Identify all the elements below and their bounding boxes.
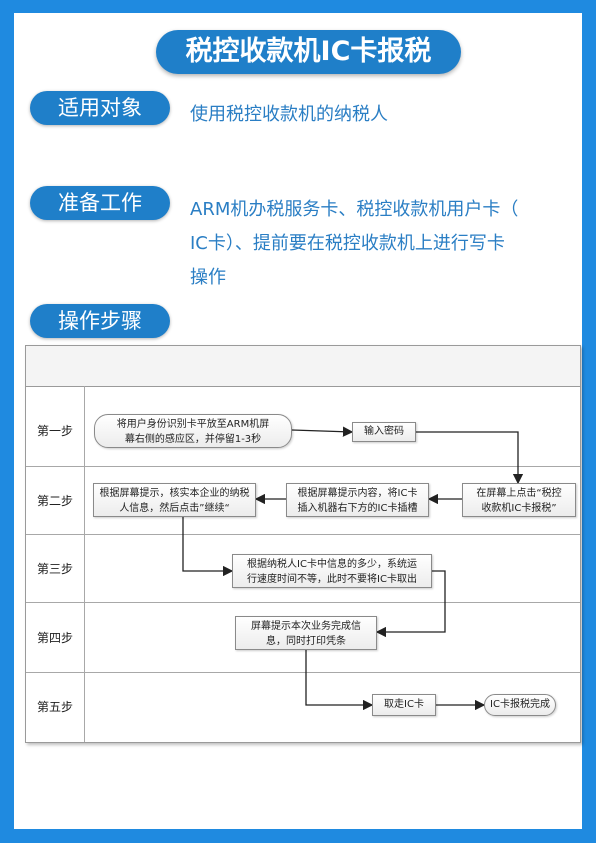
flow-node-place-card: 将用户身份识别卡平放至ARM机屏 幕右侧的感应区，并停留1-3秒 [94,414,292,448]
row-label-step5: 第五步 [36,700,73,714]
flow-node-enter-password: 输入密码 [352,422,416,442]
section-text-line: IC卡）、提前要在税控收款机上进行写卡 [190,233,505,254]
flow-node-print-receipt: 屏幕提示本次业务完成信 息，同时打印凭条 [235,616,377,650]
section-text-preparation: ARM机办税服务卡、税控收款机用户卡（ IC卡）、提前要在税控收款机上进行写卡 … [190,193,518,295]
node-text-line: 根据纳税人IC卡中信息的多少，系统运 [247,559,417,570]
connector-6-7 [375,570,446,638]
section-text-line: 使用税控收款机的纳税人 [190,104,388,125]
node-text-line: 行速度时间不等，此时不要将IC卡取出 [247,574,417,585]
row-label-step3: 第三步 [36,562,73,576]
connector-7-8 [305,648,374,711]
node-text-line: 幕右侧的感应区，并停留1-3秒 [124,434,262,445]
node-text-line: 屏幕提示本次业务完成信 [251,621,361,632]
section-label-preparation: 准备工作 [30,186,170,220]
node-text-line: 取走IC卡 [384,699,424,710]
connector-1-2 [291,426,354,437]
node-text-line: 人信息，然后点击”继续“ [119,503,230,514]
connector-2-3 [416,431,524,485]
row-divider [26,534,580,535]
row-divider [26,672,580,673]
section-label-steps: 操作步骤 [30,304,170,338]
flow-node-wait-processing: 根据纳税人IC卡中信息的多少，系统运 行速度时间不等，此时不要将IC卡取出 [232,554,432,588]
section-text-target: 使用税控收款机的纳税人 [190,98,388,132]
connector-5-6 [182,516,234,577]
page-title: 税控收款机IC卡报税 [156,30,461,74]
flowchart: 第一步 第二步 第三步 第四步 第五步 将用户身份识别卡平放至ARM机屏 幕右侧… [25,345,581,743]
node-text-line: 收款机IC卡报税” [481,503,557,514]
node-text-line: 输入密码 [364,426,404,437]
flow-node-complete: IC卡报税完成 [484,694,556,716]
flow-node-remove-card: 取走IC卡 [372,694,436,716]
row-divider [26,466,580,467]
flow-node-insert-card: 根据屏幕提示内容，将IC卡 插入机器右下方的IC卡插槽 [286,483,429,517]
row-label-step2: 第二步 [36,494,73,508]
section-text-line: ARM机办税服务卡、税控收款机用户卡（ [190,199,519,220]
node-text-line: 插入机器右下方的IC卡插槽 [297,503,418,514]
node-text-line: 将用户身份识别卡平放至ARM机屏 [116,419,270,430]
section-text-line: 操作 [190,267,226,288]
node-text-line: 根据屏幕提示，核实本企业的纳税 [99,488,250,499]
flow-node-verify-info: 根据屏幕提示，核实本企业的纳税 人信息，然后点击”继续“ [93,483,256,517]
flow-connectors [182,426,524,711]
row-divider [26,602,580,603]
flow-node-click-ic-tax: 在屏幕上点击“税控 收款机IC卡报税” [462,483,576,517]
node-text-line: IC卡报税完成 [490,699,550,710]
row-label-step1: 第一步 [36,424,73,438]
node-text-line: 息，同时打印凭条 [266,636,346,647]
row-label-step4: 第四步 [36,631,73,645]
node-text-line: 根据屏幕提示内容，将IC卡 [297,488,418,499]
flowchart-header [26,346,580,387]
node-text-line: 在屏幕上点击“税控 [476,488,562,499]
section-label-target: 适用对象 [30,91,170,125]
flowchart-label-column-divider [84,386,85,742]
